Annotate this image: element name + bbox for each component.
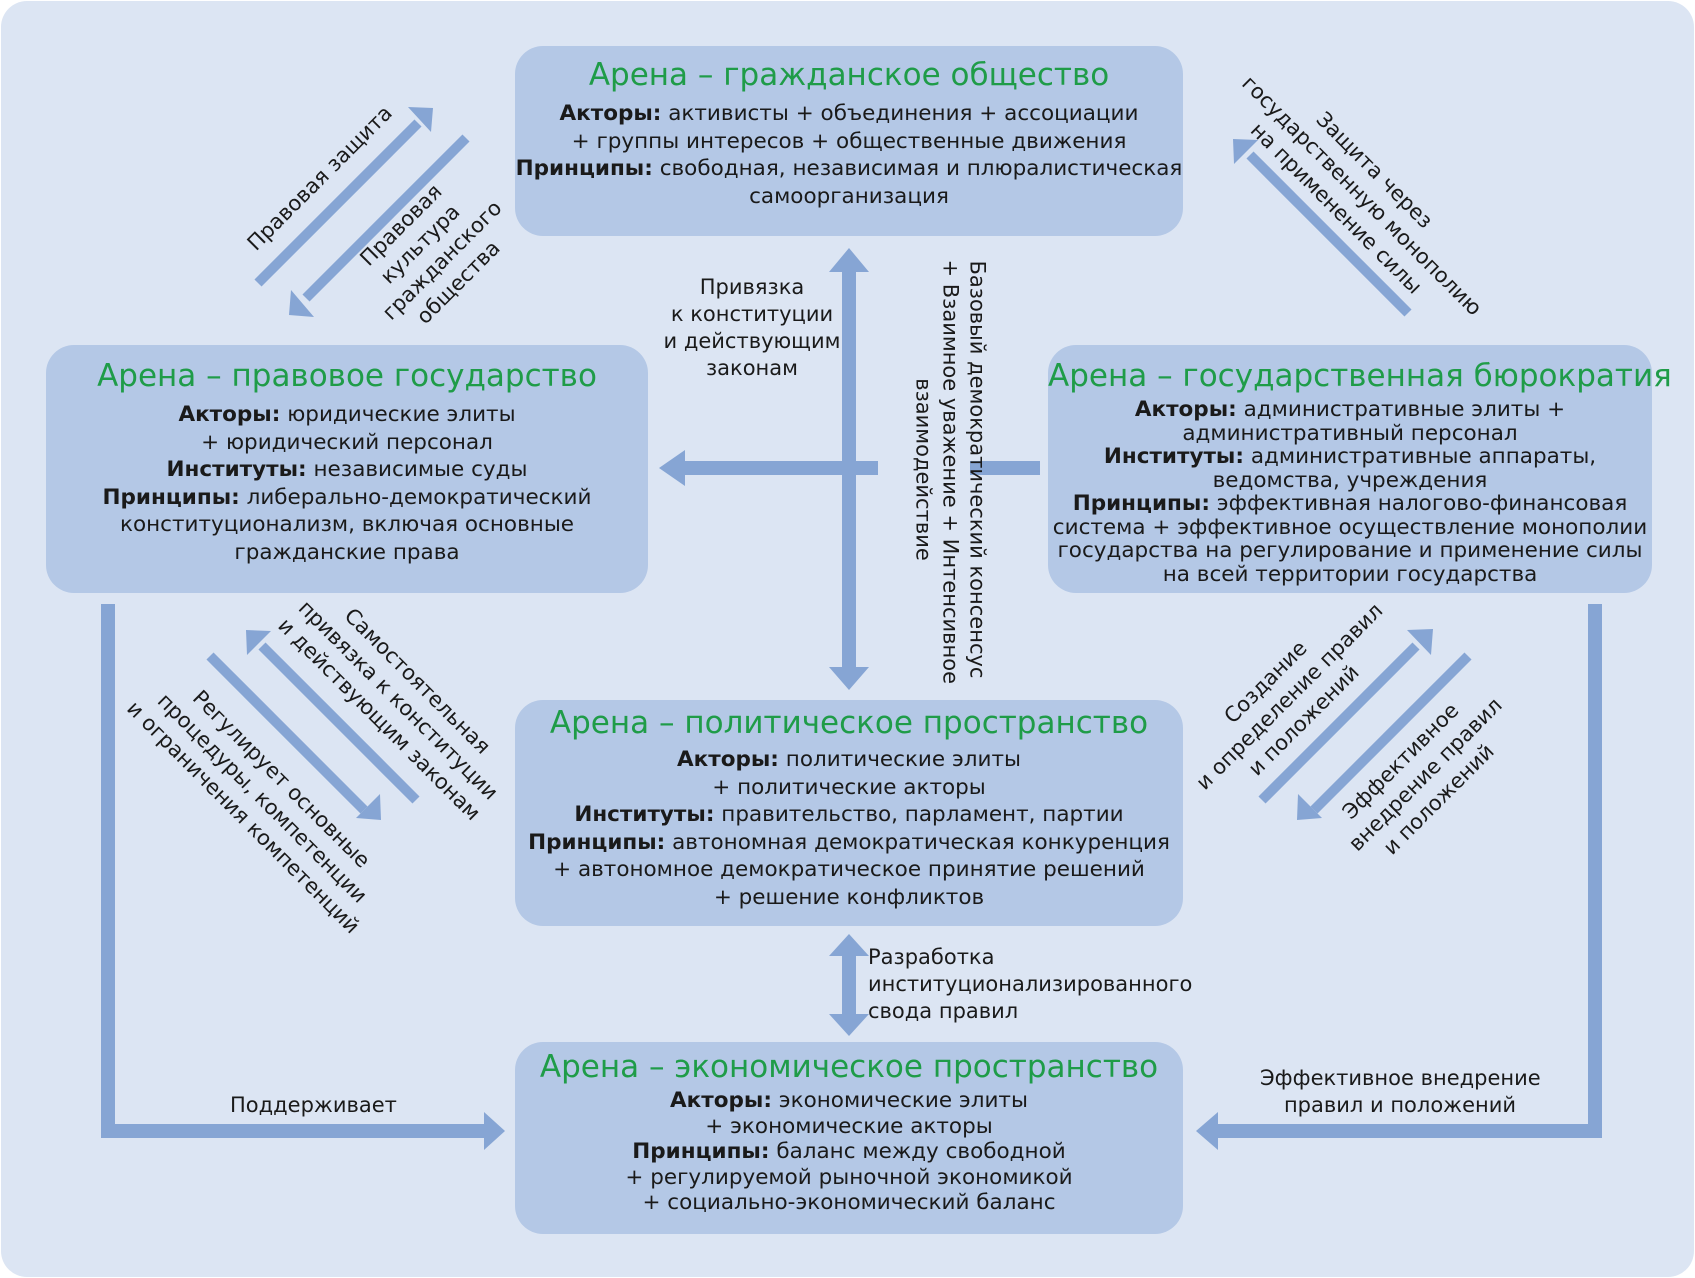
institutes-key: Институты: xyxy=(1103,444,1244,469)
arena-civil-society-title: Арена – гражданское общество xyxy=(588,57,1110,93)
label-line: к конституции xyxy=(670,302,834,326)
actors-key: Акторы: xyxy=(677,747,779,772)
monopoly-protection-arrow-head xyxy=(1233,139,1258,164)
actors-key: Акторы: xyxy=(178,402,281,427)
effective-impl-rules-arrow xyxy=(1310,652,1472,814)
arena-political-space-title: Арена – политическое пространство xyxy=(549,705,1149,741)
legal-protection-arrow xyxy=(254,119,422,287)
horizontal-right-segment xyxy=(970,461,1040,475)
principles-value: эффективная налогово-финансовая xyxy=(1216,491,1628,516)
actors-value: экономические элиты xyxy=(778,1088,1028,1113)
legal-protection-arrow-head xyxy=(408,107,433,132)
principles-value: свободная, независимая и плюралистическа… xyxy=(659,156,1183,181)
regulates-arrow-head xyxy=(356,794,381,820)
vertical-main-arrow-head-up xyxy=(829,248,869,272)
principles-key: Принципы: xyxy=(1072,491,1210,516)
horizontal-left-arrow-head xyxy=(659,450,685,486)
principles-value: автономная демократическая конкуренция xyxy=(672,829,1170,855)
effective-impl-rules-arrow-head xyxy=(1297,794,1322,820)
development-arrow-head-up xyxy=(829,934,869,956)
principles-value-cont: + регулируемой рыночной экономикой xyxy=(625,1164,1073,1190)
actors-value: активисты + объединения + ассоциации xyxy=(668,101,1139,126)
left-l-arrow-head xyxy=(484,1112,505,1150)
right-l-arrow-horizontal xyxy=(1212,1124,1602,1138)
principles-value-cont: самоорганизация xyxy=(749,183,949,209)
actors-key: Акторы: xyxy=(1134,397,1237,422)
principles-key: Принципы: xyxy=(528,829,666,855)
label-line: взаимодействие xyxy=(911,378,936,561)
principles-value: либерально-демократический xyxy=(246,484,592,510)
principles-value: баланс между свободной xyxy=(776,1139,1066,1164)
label-line: Разработка xyxy=(868,945,995,969)
label-democratic-consensus: Базовый демократический консенсус + Взаи… xyxy=(910,259,991,685)
arena-civil-society: Арена – гражданское общество Акторы: акт… xyxy=(515,46,1183,236)
label-development: Разработка институционализированного сво… xyxy=(868,944,1192,1025)
institutes-value: независимые суды xyxy=(313,457,528,482)
label-binding-constitution: Привязка к конституции и действующим зак… xyxy=(656,274,848,382)
principles-value-cont: + социально-экономический баланс xyxy=(642,1190,1056,1215)
label-line: Эффективное внедрение xyxy=(1260,1066,1541,1090)
monopoly-protection-arrow xyxy=(1246,151,1412,317)
actors-value-cont: + политические акторы xyxy=(712,774,986,800)
institutes-value: административные аппараты, xyxy=(1250,444,1597,469)
actors-value: политические элиты xyxy=(785,747,1021,772)
label-line: Привязка xyxy=(699,275,805,299)
left-l-arrow-vertical xyxy=(101,604,115,1138)
principles-value-cont: система + эффективное осуществление моно… xyxy=(1052,514,1648,540)
vertical-main-arrow-head-down xyxy=(829,667,869,690)
legal-culture-arrow-head xyxy=(289,290,314,317)
arena-political-space: Арена – политическое пространство Акторы… xyxy=(515,700,1183,926)
arena-economic-space-title: Арена – экономическое пространство xyxy=(539,1049,1159,1085)
actors-value-cont: + экономические акторы xyxy=(705,1113,993,1139)
label-effective-impl: Эффективное внедрение правил и положений xyxy=(1260,1065,1541,1119)
development-arrow-shaft xyxy=(842,948,856,1022)
arena-state-bureaucracy-title: Арена – государственная бюрократия xyxy=(1048,358,1672,394)
arena-economic-space: Арена – экономическое пространство Актор… xyxy=(515,1042,1183,1234)
arena-state-bureaucracy: Арена – государственная бюрократия Актор… xyxy=(1048,345,1672,593)
right-l-arrow-vertical xyxy=(1588,604,1602,1138)
label-line: институционализированного xyxy=(868,972,1193,996)
self-binding-arrow-head xyxy=(246,630,271,655)
principles-value-cont: + автономное демократическое принятие ре… xyxy=(553,857,1145,882)
principles-value-cont: государства на регулирование и применени… xyxy=(1057,538,1643,563)
actors-key: Акторы: xyxy=(559,101,662,126)
principles-value-cont: гражданские права xyxy=(234,539,460,565)
label-line: и действующим xyxy=(663,329,841,353)
legal-culture-arrow xyxy=(302,134,470,302)
label-line: законам xyxy=(705,356,798,380)
institutes-key: Институты: xyxy=(574,802,715,827)
principles-key: Принципы: xyxy=(515,156,653,181)
development-arrow-head-down xyxy=(829,1014,869,1036)
label-line: свода правил xyxy=(868,999,1019,1023)
left-l-arrow-horizontal xyxy=(101,1124,491,1138)
actors-value-cont: + юридический персонал xyxy=(201,429,493,455)
regulates-arrow xyxy=(206,652,368,814)
institutes-key: Институты: xyxy=(166,457,307,482)
arena-legal-state: Арена – правовое государство Акторы: юри… xyxy=(46,345,648,593)
label-line: + Взаимное уважение + Интенсивное xyxy=(938,259,963,685)
principles-key: Принципы: xyxy=(632,1139,770,1164)
principles-value-cont: конституционализм, включая основные xyxy=(119,512,575,537)
label-line: Базовый демократический консенсус xyxy=(965,260,990,679)
horizontal-left-arrow-shaft xyxy=(680,461,878,475)
institutes-value: правительство, парламент, партии xyxy=(721,802,1124,827)
principles-value-cont: на всей территории государства xyxy=(1162,561,1538,587)
principles-value-cont: + решение конфликтов xyxy=(713,884,985,910)
actors-value-cont: + группы интересов + общественные движен… xyxy=(571,128,1127,154)
label-line: правил и положений xyxy=(1283,1093,1517,1117)
principles-key: Принципы: xyxy=(102,484,240,510)
institutes-value-cont: ведомства, учреждения xyxy=(1212,467,1488,493)
actors-value-cont: административный персонал xyxy=(1182,420,1518,446)
self-binding-arrow xyxy=(258,642,420,804)
arena-legal-state-title: Арена – правовое государство xyxy=(97,358,597,394)
label-supports: Поддерживает xyxy=(230,1093,397,1117)
actors-value: юридические элиты xyxy=(287,402,516,427)
creation-rules-arrow-head xyxy=(1407,629,1433,655)
creation-rules-arrow xyxy=(1258,642,1420,804)
actors-value: административные элиты + xyxy=(1243,397,1566,422)
right-l-arrow-head xyxy=(1196,1112,1218,1150)
actors-key: Акторы: xyxy=(670,1088,772,1113)
